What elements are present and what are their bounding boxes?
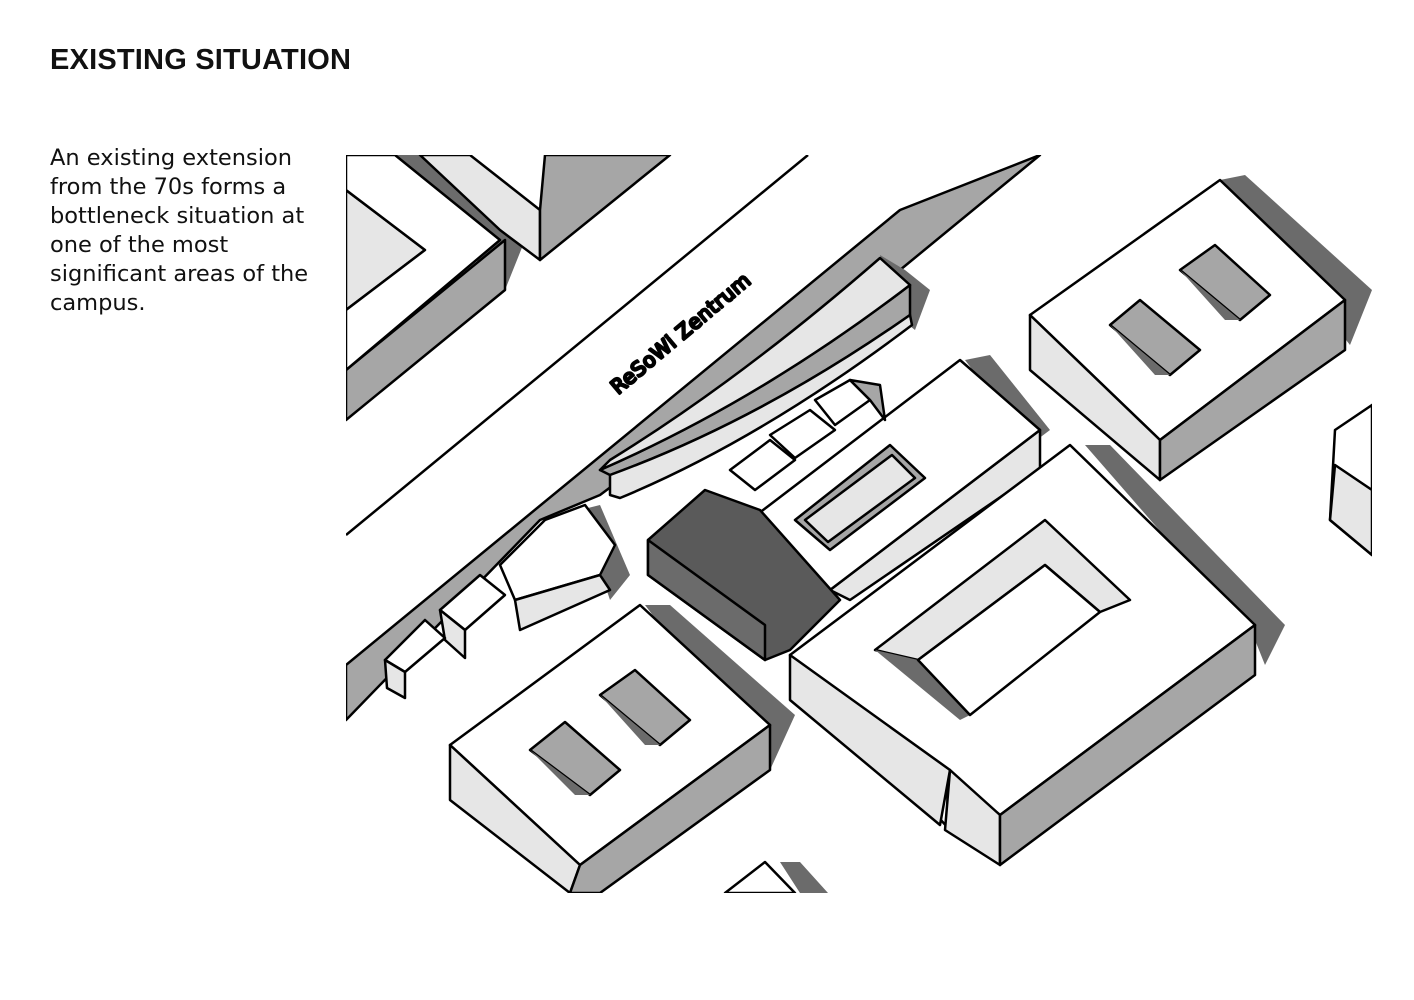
courtyard-inner — [803, 453, 917, 544]
building-curved — [598, 255, 930, 500]
lightwell-shadow — [600, 695, 660, 745]
face — [438, 608, 467, 660]
face-side — [538, 155, 672, 262]
description-line: campus. — [50, 290, 146, 316]
face-front — [608, 313, 914, 500]
face-side — [998, 623, 1257, 867]
face-front — [448, 743, 582, 893]
page-title: EXISTING SITUATION — [50, 44, 352, 76]
courtyard-shadow — [875, 650, 970, 720]
face — [1328, 463, 1372, 557]
building-bottom-left — [448, 603, 795, 893]
face — [513, 573, 612, 632]
description-line: significant areas of the — [50, 261, 309, 287]
building-top-left — [346, 155, 672, 422]
box — [768, 408, 837, 460]
box — [728, 438, 797, 492]
street-edge — [346, 155, 809, 536]
roof — [346, 155, 502, 372]
face-side — [346, 238, 507, 422]
site-axonometric-svg: ReSoWi Zentrum — [346, 155, 1372, 893]
street-long-block — [346, 155, 1042, 722]
courtyard-floor — [916, 563, 1102, 717]
lightwell-shadow — [1180, 270, 1240, 320]
stacked-volumes — [728, 378, 887, 492]
central-building — [728, 355, 1050, 602]
roof — [723, 860, 797, 893]
face — [383, 658, 407, 700]
description-line: bottleneck situation at — [50, 203, 305, 229]
extension-70s — [646, 488, 842, 662]
description-line: An existing extension — [50, 145, 292, 171]
axonometric-site-drawing: ReSoWi Zentrum — [346, 155, 1372, 893]
shadow — [780, 862, 828, 893]
small-buildings — [383, 503, 630, 700]
building-courtyard-large — [788, 443, 1285, 867]
box-shadow — [848, 378, 887, 422]
building-bottom-partial — [723, 860, 828, 893]
building-right-edge — [1328, 403, 1372, 557]
face-side — [1158, 298, 1347, 482]
roof — [598, 256, 912, 472]
extension-face — [646, 538, 767, 662]
building-top-right — [1028, 175, 1372, 482]
face-side — [568, 723, 772, 893]
lightwell-shadow — [530, 750, 590, 795]
description-line: from the 70s forms a — [50, 174, 287, 200]
face-front — [788, 653, 952, 827]
description-text: An existing extension from the 70s forms… — [50, 144, 320, 318]
lightwell-shadow — [1110, 325, 1170, 375]
description-line: one of the most — [50, 232, 229, 258]
lightwell — [598, 668, 692, 747]
street — [346, 155, 1042, 722]
